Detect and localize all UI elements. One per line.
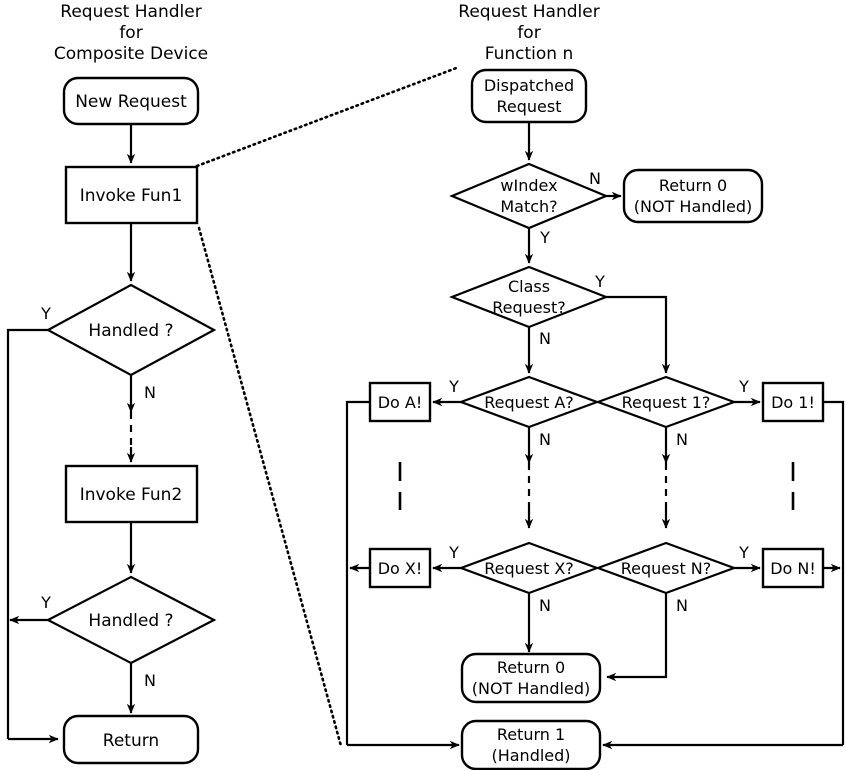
label-request-x-yes: Y: [448, 543, 459, 562]
node-dispatched-request-line-2: Request: [497, 97, 562, 116]
label-class-yes: Y: [594, 272, 605, 291]
node-return0-top-line-1: Return 0: [659, 176, 727, 195]
node-do-a-label: Do A!: [378, 393, 423, 412]
label-request-1-no: N: [676, 430, 688, 449]
node-return[interactable]: Return: [62, 714, 200, 765]
node-handled-2-label: Handled ?: [88, 611, 173, 631]
node-request-n-label: Request N?: [621, 559, 712, 578]
node-request-a[interactable]: Request A?: [457, 375, 601, 429]
right-title-line-3: Function n: [485, 44, 574, 64]
expansion-link-bottom: [197, 226, 343, 748]
edge-handled1-yes-rail: [6, 328, 48, 739]
left-panel-title: Request Handler for Composite Device: [54, 2, 208, 64]
left-title-line-3: Composite Device: [54, 44, 208, 64]
node-invoke-fun2-label: Invoke Fun2: [80, 485, 183, 505]
node-windex-match-line-2: Match?: [500, 197, 557, 216]
right-title-line-2: for: [517, 23, 540, 43]
edge-class-yes: [606, 295, 671, 374]
node-return1[interactable]: Return 1 (Handled): [460, 719, 602, 770]
node-class-request-line-1: Class: [508, 277, 550, 296]
node-do-n[interactable]: Do N!: [761, 547, 825, 589]
node-dispatched-request-line-1: Dispatched: [484, 76, 574, 95]
label-class-no: N: [539, 329, 551, 348]
node-invoke-fun1[interactable]: Invoke Fun1: [64, 165, 199, 225]
node-do-1-label: Do 1!: [771, 393, 815, 412]
node-new-request-label: New Request: [75, 92, 187, 112]
node-windex-match[interactable]: wIndex Match?: [449, 162, 609, 230]
node-return-label: Return: [103, 731, 159, 751]
label-request-a-no: N: [539, 430, 551, 449]
node-do-1[interactable]: Do 1!: [761, 381, 825, 423]
left-title-line-2: for: [119, 23, 142, 43]
edge-request-n-no: [606, 593, 668, 682]
node-do-x[interactable]: Do X!: [368, 547, 432, 589]
right-title-line-1: Request Handler: [458, 2, 599, 22]
node-request-n[interactable]: Request N?: [594, 541, 738, 595]
node-new-request[interactable]: New Request: [62, 76, 200, 126]
label-handled2-no: N: [144, 671, 156, 690]
node-request-x[interactable]: Request X?: [457, 541, 601, 595]
node-dispatched-request[interactable]: Dispatched Request: [470, 68, 588, 124]
node-return0-top-line-2: (NOT Handled): [634, 197, 752, 216]
label-request-1-yes: Y: [738, 377, 749, 396]
label-handled1-no: N: [144, 383, 156, 402]
label-request-n-no: N: [676, 596, 688, 615]
node-return0-bottom-line-1: Return 0: [497, 658, 565, 677]
node-return1-line-2: (Handled): [491, 746, 570, 765]
node-request-1-label: Request 1?: [622, 393, 711, 412]
node-return1-line-1: Return 1: [497, 725, 565, 744]
node-do-a[interactable]: Do A!: [368, 381, 432, 423]
label-handled1-yes: Y: [40, 304, 51, 323]
node-invoke-fun1-label: Invoke Fun1: [80, 186, 183, 206]
edge-left-rail: [345, 400, 370, 745]
node-request-a-label: Request A?: [484, 393, 574, 412]
node-invoke-fun2[interactable]: Invoke Fun2: [64, 464, 199, 524]
expansion-link-top: [195, 65, 461, 168]
node-return0-bottom[interactable]: Return 0 (NOT Handled): [460, 652, 602, 704]
node-do-n-label: Do N!: [770, 559, 816, 578]
edge-right-rail: [823, 400, 845, 745]
right-panel-title: Request Handler for Function n: [458, 2, 599, 64]
label-request-n-yes: Y: [738, 543, 749, 562]
node-handled-1-label: Handled ?: [88, 321, 173, 341]
label-request-x-no: N: [539, 596, 551, 615]
node-class-request-line-2: Request?: [492, 298, 565, 317]
label-handled2-yes: Y: [40, 593, 51, 612]
left-title-line-1: Request Handler: [60, 2, 201, 22]
node-return0-top[interactable]: Return 0 (NOT Handled): [622, 168, 764, 224]
label-windex-no: N: [589, 169, 601, 188]
node-windex-match-line-1: wIndex: [500, 176, 557, 195]
node-return0-bottom-line-2: (NOT Handled): [472, 679, 590, 698]
node-request-x-label: Request X?: [484, 559, 574, 578]
label-request-a-yes: Y: [448, 377, 459, 396]
label-windex-yes: Y: [539, 228, 550, 247]
node-do-x-label: Do X!: [378, 559, 423, 578]
